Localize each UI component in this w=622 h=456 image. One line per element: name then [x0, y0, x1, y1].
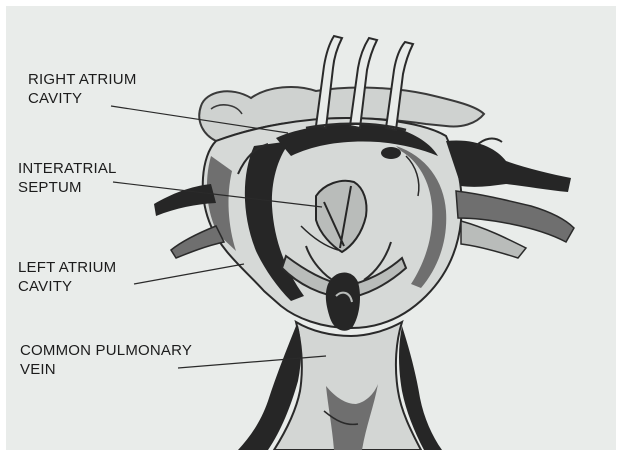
- label-common-pulmonary-vein: COMMON PULMONARY VEIN: [20, 341, 192, 379]
- label-interatrial-septum: INTERATRIAL SEPTUM: [18, 159, 117, 197]
- label-left-atrium-line1: LEFT ATRIUM: [18, 258, 116, 277]
- label-cpv-line1: COMMON PULMONARY: [20, 341, 192, 360]
- leader-line-left-atrium: [134, 264, 244, 284]
- label-right-atrium-cavity: RIGHT ATRIUM CAVITY: [28, 70, 137, 108]
- label-right-atrium-line2: CAVITY: [28, 89, 137, 108]
- label-interatrial-line2: SEPTUM: [18, 178, 117, 197]
- label-right-atrium-line1: RIGHT ATRIUM: [28, 70, 137, 89]
- right-pulmonary-veins: [446, 140, 571, 192]
- label-interatrial-line1: INTERATRIAL: [18, 159, 117, 178]
- label-left-atrium-cavity: LEFT ATRIUM CAVITY: [18, 258, 116, 296]
- label-cpv-line2: VEIN: [20, 360, 192, 379]
- sketch-paper: RIGHT ATRIUM CAVITY INTERATRIAL SEPTUM L…: [6, 6, 616, 450]
- label-left-atrium-line2: CAVITY: [18, 277, 116, 296]
